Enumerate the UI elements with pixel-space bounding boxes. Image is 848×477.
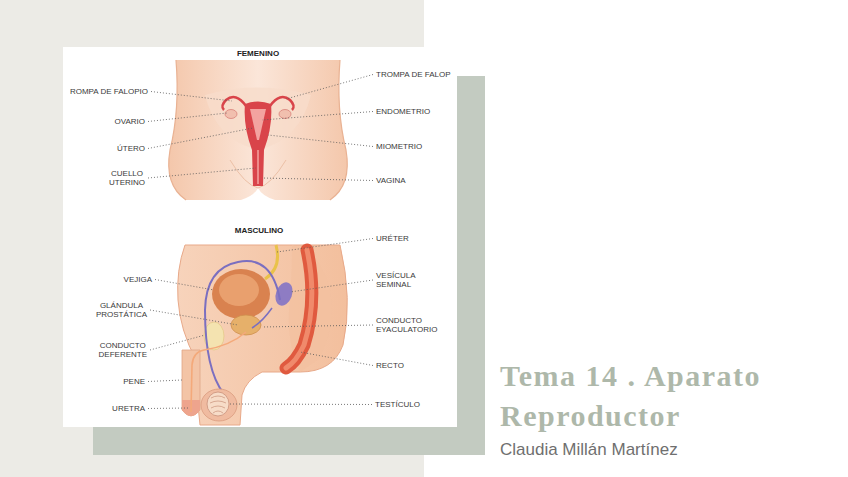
section-heading: FEMENINO bbox=[237, 49, 279, 58]
leader-line bbox=[262, 325, 373, 327]
leader-line bbox=[262, 178, 373, 181]
part-label: URÉTER bbox=[376, 234, 409, 243]
part-label: RECTO bbox=[376, 361, 404, 370]
leader-line bbox=[268, 135, 373, 147]
leader-line bbox=[148, 380, 182, 382]
part-label: MIOMETRIO bbox=[376, 142, 422, 151]
leader-line bbox=[148, 168, 256, 178]
leader-line bbox=[262, 112, 373, 121]
part-label: URETRA bbox=[112, 404, 145, 413]
female-figure bbox=[169, 60, 348, 200]
part-label: CONDUCTO EYACULATORIO bbox=[376, 316, 437, 334]
leader-line bbox=[148, 408, 188, 410]
part-label: PENE bbox=[123, 377, 145, 386]
part-label: VEJIGA bbox=[124, 275, 152, 284]
male-figure bbox=[178, 245, 348, 425]
leader-line bbox=[150, 335, 205, 350]
leader-line bbox=[286, 75, 373, 100]
part-label: VAGINA bbox=[376, 176, 406, 185]
part-label: GLÁNDULA PROSTÁTICA bbox=[96, 301, 147, 319]
leader-line bbox=[230, 404, 372, 406]
part-label: VESÍCULA SEMINAL bbox=[376, 271, 415, 289]
leader-line bbox=[148, 128, 253, 149]
leader-line bbox=[155, 280, 214, 291]
leader-line bbox=[148, 113, 227, 122]
part-label: ENDOMETRIO bbox=[376, 107, 430, 116]
section-heading: MASCULINO bbox=[235, 226, 283, 235]
part-label: CONDUCTO DEFERENTE bbox=[99, 341, 147, 359]
part-label: OVARIO bbox=[114, 117, 145, 126]
leader-line bbox=[277, 239, 373, 253]
part-label: ROMPA DE FALOPIO bbox=[70, 87, 148, 96]
author-name: Claudia Millán Martínez bbox=[500, 440, 678, 460]
part-label: TESTÍCULO bbox=[375, 400, 420, 409]
leader-line bbox=[151, 92, 232, 102]
leader-line bbox=[290, 280, 373, 292]
part-label: TROMPA DE FALOP bbox=[376, 70, 451, 79]
part-label: ÚTERO bbox=[117, 144, 145, 153]
leader-line bbox=[300, 352, 373, 366]
part-label: CUELLO UTERINO bbox=[109, 169, 145, 187]
leader-line bbox=[150, 310, 238, 325]
slide-title: Tema 14 . Aparato Reproductor bbox=[500, 356, 830, 436]
